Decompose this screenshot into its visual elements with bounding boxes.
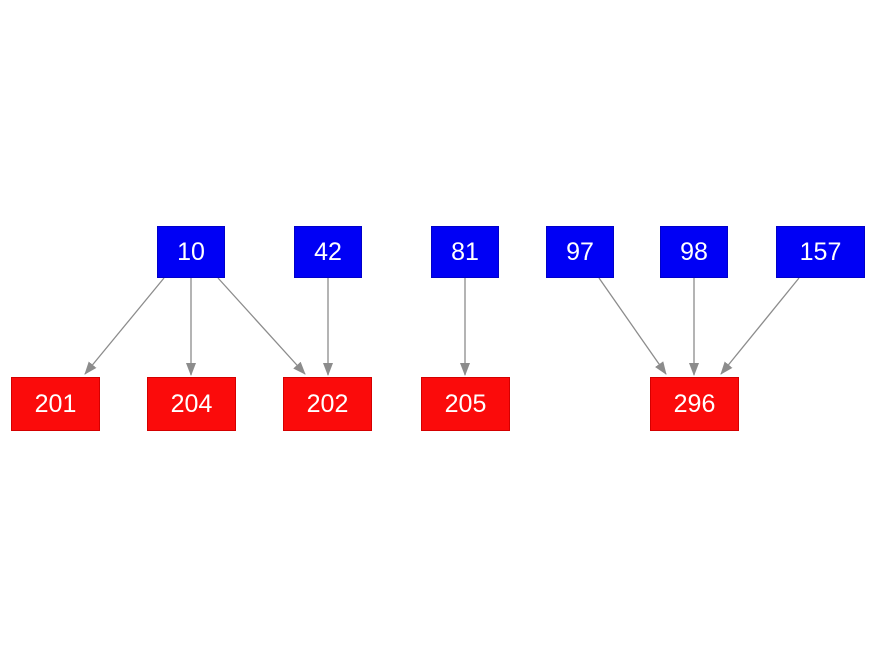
node-296: 296	[650, 377, 739, 431]
edge-97-296	[598, 277, 667, 375]
node-98: 98	[660, 226, 728, 278]
node-81: 81	[431, 226, 499, 278]
edge-10-201	[84, 277, 165, 375]
node-202: 202	[283, 377, 372, 431]
node-97: 97	[546, 226, 614, 278]
node-157: 157	[776, 226, 865, 278]
edge-157-296	[720, 277, 800, 375]
edges-group	[84, 277, 800, 376]
node-204: 204	[147, 377, 236, 431]
node-42: 42	[294, 226, 362, 278]
node-201: 201	[11, 377, 100, 431]
node-205: 205	[421, 377, 510, 431]
node-10: 10	[157, 226, 225, 278]
edge-10-202	[217, 277, 306, 375]
